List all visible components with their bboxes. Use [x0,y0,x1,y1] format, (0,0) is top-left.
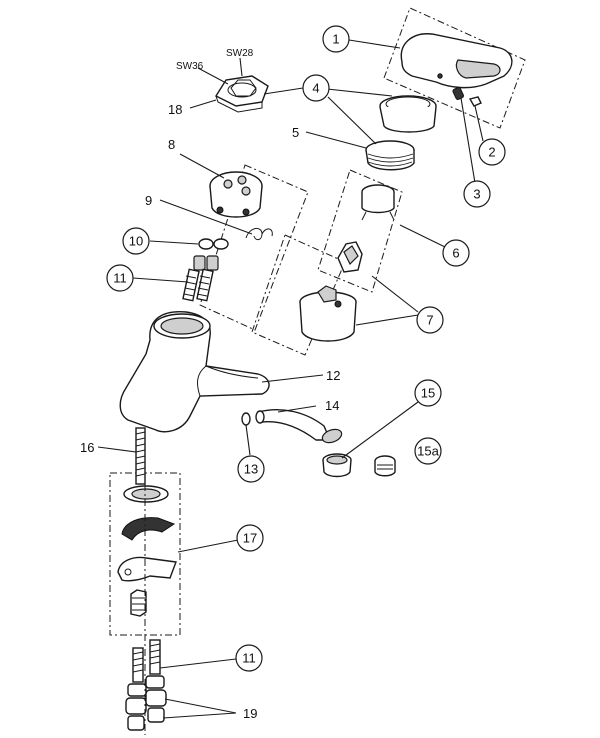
svg-text:15: 15 [421,386,435,401]
cartridge-ring-part [361,184,395,221]
callout-7: 7 [416,306,444,334]
wrench-size-sw36: SW36 [176,61,204,72]
callout-2: 2 [478,138,506,166]
svg-text:1: 1 [332,32,339,47]
callout-1: 1 [322,25,350,53]
callout-3: 3 [463,180,491,208]
svg-text:7: 7 [426,313,433,328]
hex-nut-part [214,75,269,113]
mixer-body-part [119,311,270,433]
callout-10: 10 [122,227,150,255]
wrench-size-sw28: SW28 [226,48,254,59]
lever-handle-group-box [383,7,526,129]
label-19: 19 [243,706,257,721]
threaded-ring-part [365,140,415,171]
aerator-insert-part [374,455,396,477]
flexible-hoses-upper-part [182,255,219,302]
aerator-part [322,453,352,478]
svg-text:10: 10 [129,234,143,249]
small-o-ring-part [241,412,251,426]
callout-11-upper: 11 [106,264,134,292]
fixing-kit-part [117,485,177,617]
cartridge-body-part [299,285,357,342]
flexible-hoses-lower-part [132,639,161,683]
label-5: 5 [292,125,299,140]
callout-4: 4 [302,74,330,102]
lever-handle-part [400,33,513,89]
svg-text:17: 17 [243,531,257,546]
label-8: 8 [168,137,175,152]
cover-sleeve-part [379,95,437,133]
label-14: 14 [325,398,339,413]
svg-text:11: 11 [113,271,127,286]
cartridge-group-box-7 [251,234,346,356]
spring-clip-part [245,228,273,241]
callout-15: 15 [414,379,442,407]
svg-text:13: 13 [244,462,258,477]
svg-text:2: 2 [488,145,495,160]
callout-6: 6 [442,239,470,267]
label-16: 16 [80,440,94,455]
o-rings-part [198,238,229,250]
connection-fittings-part [125,675,167,731]
callout-13: 13 [237,455,265,483]
cartridge-head-part [209,171,263,218]
leader-lines [97,39,484,719]
swivel-spout-part [255,409,343,444]
svg-text:3: 3 [473,187,480,202]
control-knob-part [337,241,363,273]
label-9: 9 [145,193,152,208]
grub-screw-part [452,86,465,100]
svg-text:11: 11 [242,651,256,666]
cap-plug-part [468,96,482,107]
label-12: 12 [326,368,340,383]
svg-text:15a: 15a [417,444,439,459]
callout-11-lower: 11 [235,644,263,672]
callout-15a: 15a [414,437,442,465]
label-18: 18 [168,102,182,117]
callout-17: 17 [236,524,264,552]
threaded-stud-part [135,427,146,485]
svg-text:4: 4 [312,81,319,96]
svg-text:6: 6 [452,246,459,261]
cartridge-group-box-6-7 [317,169,403,293]
